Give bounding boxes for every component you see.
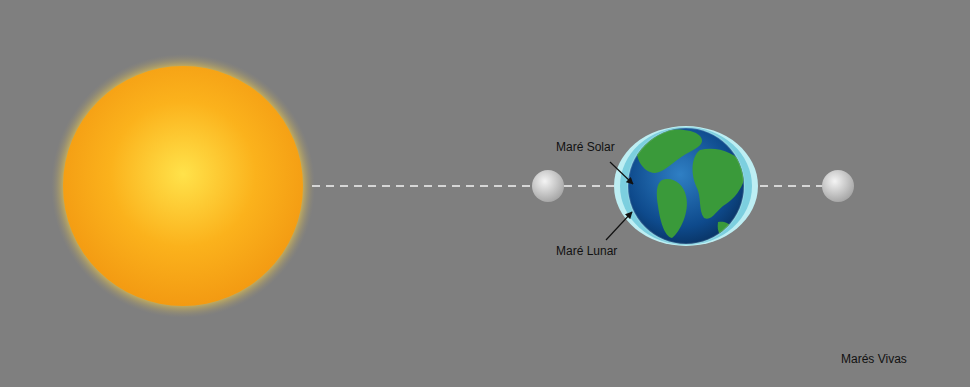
sun-glow (51, 54, 315, 318)
moon (822, 170, 854, 202)
moon (532, 170, 564, 202)
earth (628, 128, 744, 244)
tide-label: Maré Lunar (556, 244, 617, 258)
lunar-tide-bulge (620, 127, 752, 245)
solar-tide-bulge (614, 126, 758, 246)
tide-label: Maré Solar (556, 140, 615, 154)
sun (63, 66, 303, 306)
leader-arrow (606, 212, 632, 240)
alignment-line (312, 185, 846, 187)
leader-arrow (610, 162, 633, 184)
caption-label: Marés Vivas (841, 352, 907, 366)
